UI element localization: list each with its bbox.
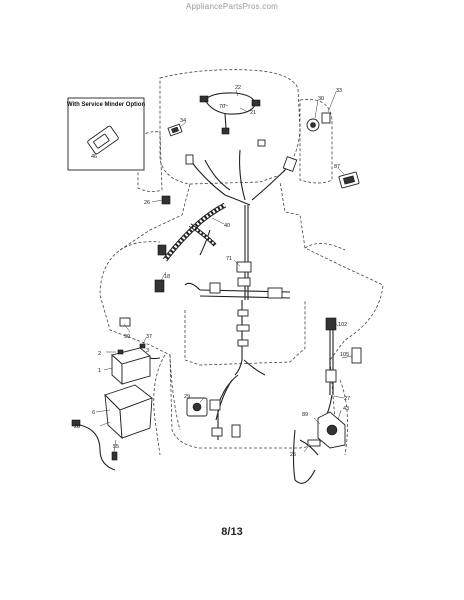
callout-37: 37 xyxy=(146,334,152,340)
callout-34: 34 xyxy=(180,118,186,124)
battery-tray xyxy=(104,384,153,440)
callout-55: 55 xyxy=(113,444,119,450)
callout-87: 87 xyxy=(334,164,340,170)
callout-40: 40 xyxy=(224,223,230,229)
harness-braid xyxy=(163,202,227,262)
callout-26: 26 xyxy=(144,200,150,206)
callout-25: 25 xyxy=(290,452,296,458)
callout-6: 6 xyxy=(92,410,95,416)
callout-22: 22 xyxy=(235,85,241,91)
callout-30: 30 xyxy=(318,96,324,102)
callout-3: 3 xyxy=(146,348,149,354)
inset-callout: 46 xyxy=(91,154,97,160)
callout-29: 29 xyxy=(184,394,190,400)
service-minder-inset: With Service Minder Option 46 xyxy=(67,97,146,171)
callout-89: 89 xyxy=(302,412,308,418)
callout-21: 21 xyxy=(250,110,256,116)
callout-1: 1 xyxy=(98,368,101,374)
callout-105: 105 xyxy=(340,352,349,358)
tractor-outline xyxy=(99,69,384,456)
callout-90: 90 xyxy=(124,334,130,340)
starter xyxy=(307,411,346,449)
leader-lines xyxy=(95,89,353,453)
service-minder-part xyxy=(87,125,119,155)
page-number: 8/13 xyxy=(221,526,243,538)
callout-70: 70 xyxy=(219,104,225,110)
inset-title: With Service Minder Option xyxy=(67,102,146,108)
callout-102: 102 xyxy=(338,322,347,328)
callout-33: 33 xyxy=(336,88,342,94)
callout-71: 71 xyxy=(226,256,232,262)
battery xyxy=(111,343,151,386)
components xyxy=(71,92,362,461)
callout-labels: 22 70 21 30 33 34 87 26 40 18 71 90 2 37… xyxy=(74,85,350,458)
callout-27: 27 xyxy=(344,396,350,402)
site-watermark: AppliancePartsPros.com xyxy=(186,2,278,11)
callout-43: 43 xyxy=(343,406,349,412)
callout-18: 18 xyxy=(164,274,170,280)
callout-28: 28 xyxy=(74,424,80,430)
callout-2: 2 xyxy=(98,351,101,357)
